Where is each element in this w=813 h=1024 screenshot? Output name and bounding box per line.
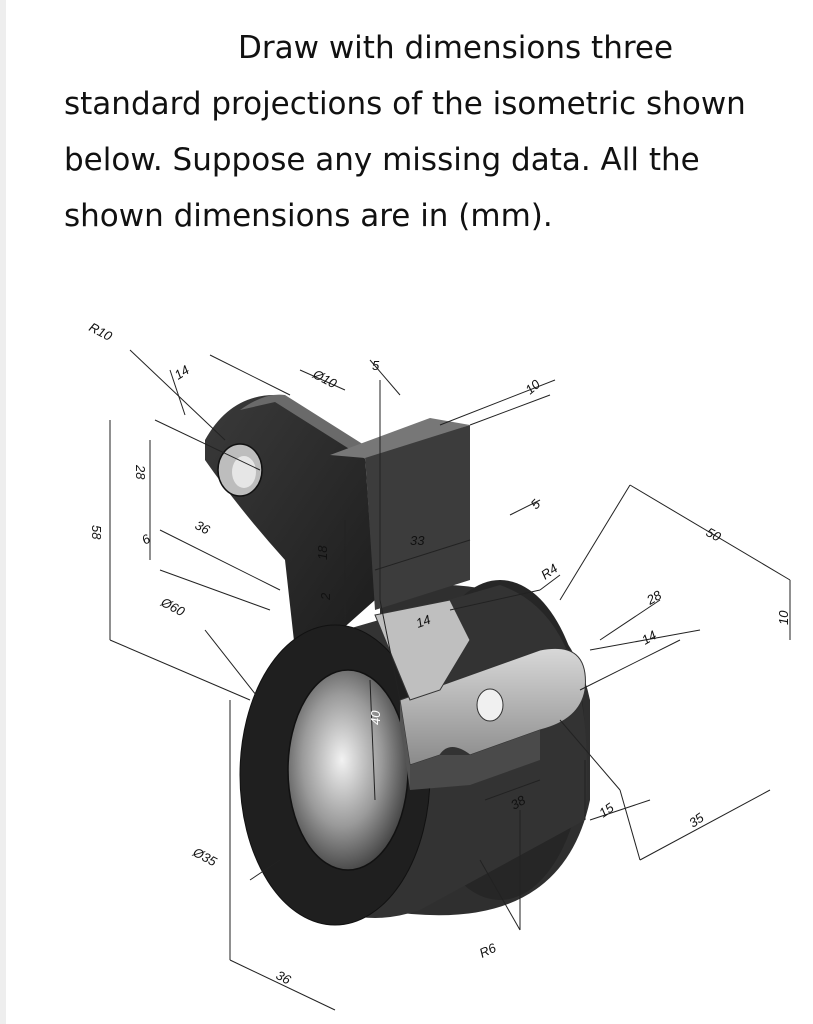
dim-35: 35 [686,809,707,830]
bracket-arm [205,395,375,650]
dim-5-top: 5 [372,358,380,373]
dim-14-mid: 14 [414,612,433,631]
dim-10-right: 10 [776,610,791,625]
dim-50: 50 [704,524,724,544]
question-line-4: shown dimensions are in (mm). [64,198,553,234]
dim-dia35: Ø35 [190,844,220,870]
dim-r6: R6 [477,940,499,961]
dim-58: 58 [89,525,104,540]
dimension-lines [109,349,791,1011]
dim-10-top: 10 [522,376,543,397]
bore-hole [287,669,409,871]
vertical-block-front [365,425,470,610]
dim-6: 6 [139,531,153,548]
slot-lug-front [410,730,540,790]
question-line-1: Draw with dimensions three [238,30,674,66]
dim-18: 18 [315,545,330,560]
slot-pocket [374,599,471,701]
dim-28-right: 28 [643,587,665,608]
bracket-hole-inner [232,456,256,488]
slot-hole [476,688,504,722]
vertical-block-top [330,418,470,458]
dim-r4: R4 [538,561,560,583]
question-line-2: standard projections of the isometric sh… [64,86,746,122]
dim-14-top: 14 [172,362,192,382]
question-line-3: below. Suppose any missing data. All the [64,142,700,178]
dim-r10: R10 [87,319,116,344]
question-text: Draw with dimensions three standard proj… [64,20,809,244]
dim-36-bottom: 36 [274,967,294,987]
left-margin-strip [0,0,6,1024]
dim-40: 40 [368,710,383,725]
dim-5-right: 5 [528,496,544,512]
dim-36-left: 36 [193,517,213,537]
dim-dia10: Ø10 [310,366,340,392]
slot-lug-side [400,700,410,790]
dim-2: 2 [318,592,333,601]
part-body [205,394,590,926]
dim-14-right: 14 [639,627,659,647]
dim-dia60: Ø60 [158,594,188,620]
dim-33: 33 [410,533,425,548]
bracket-arm-top [240,394,380,462]
dim-28-left: 28 [133,464,148,480]
